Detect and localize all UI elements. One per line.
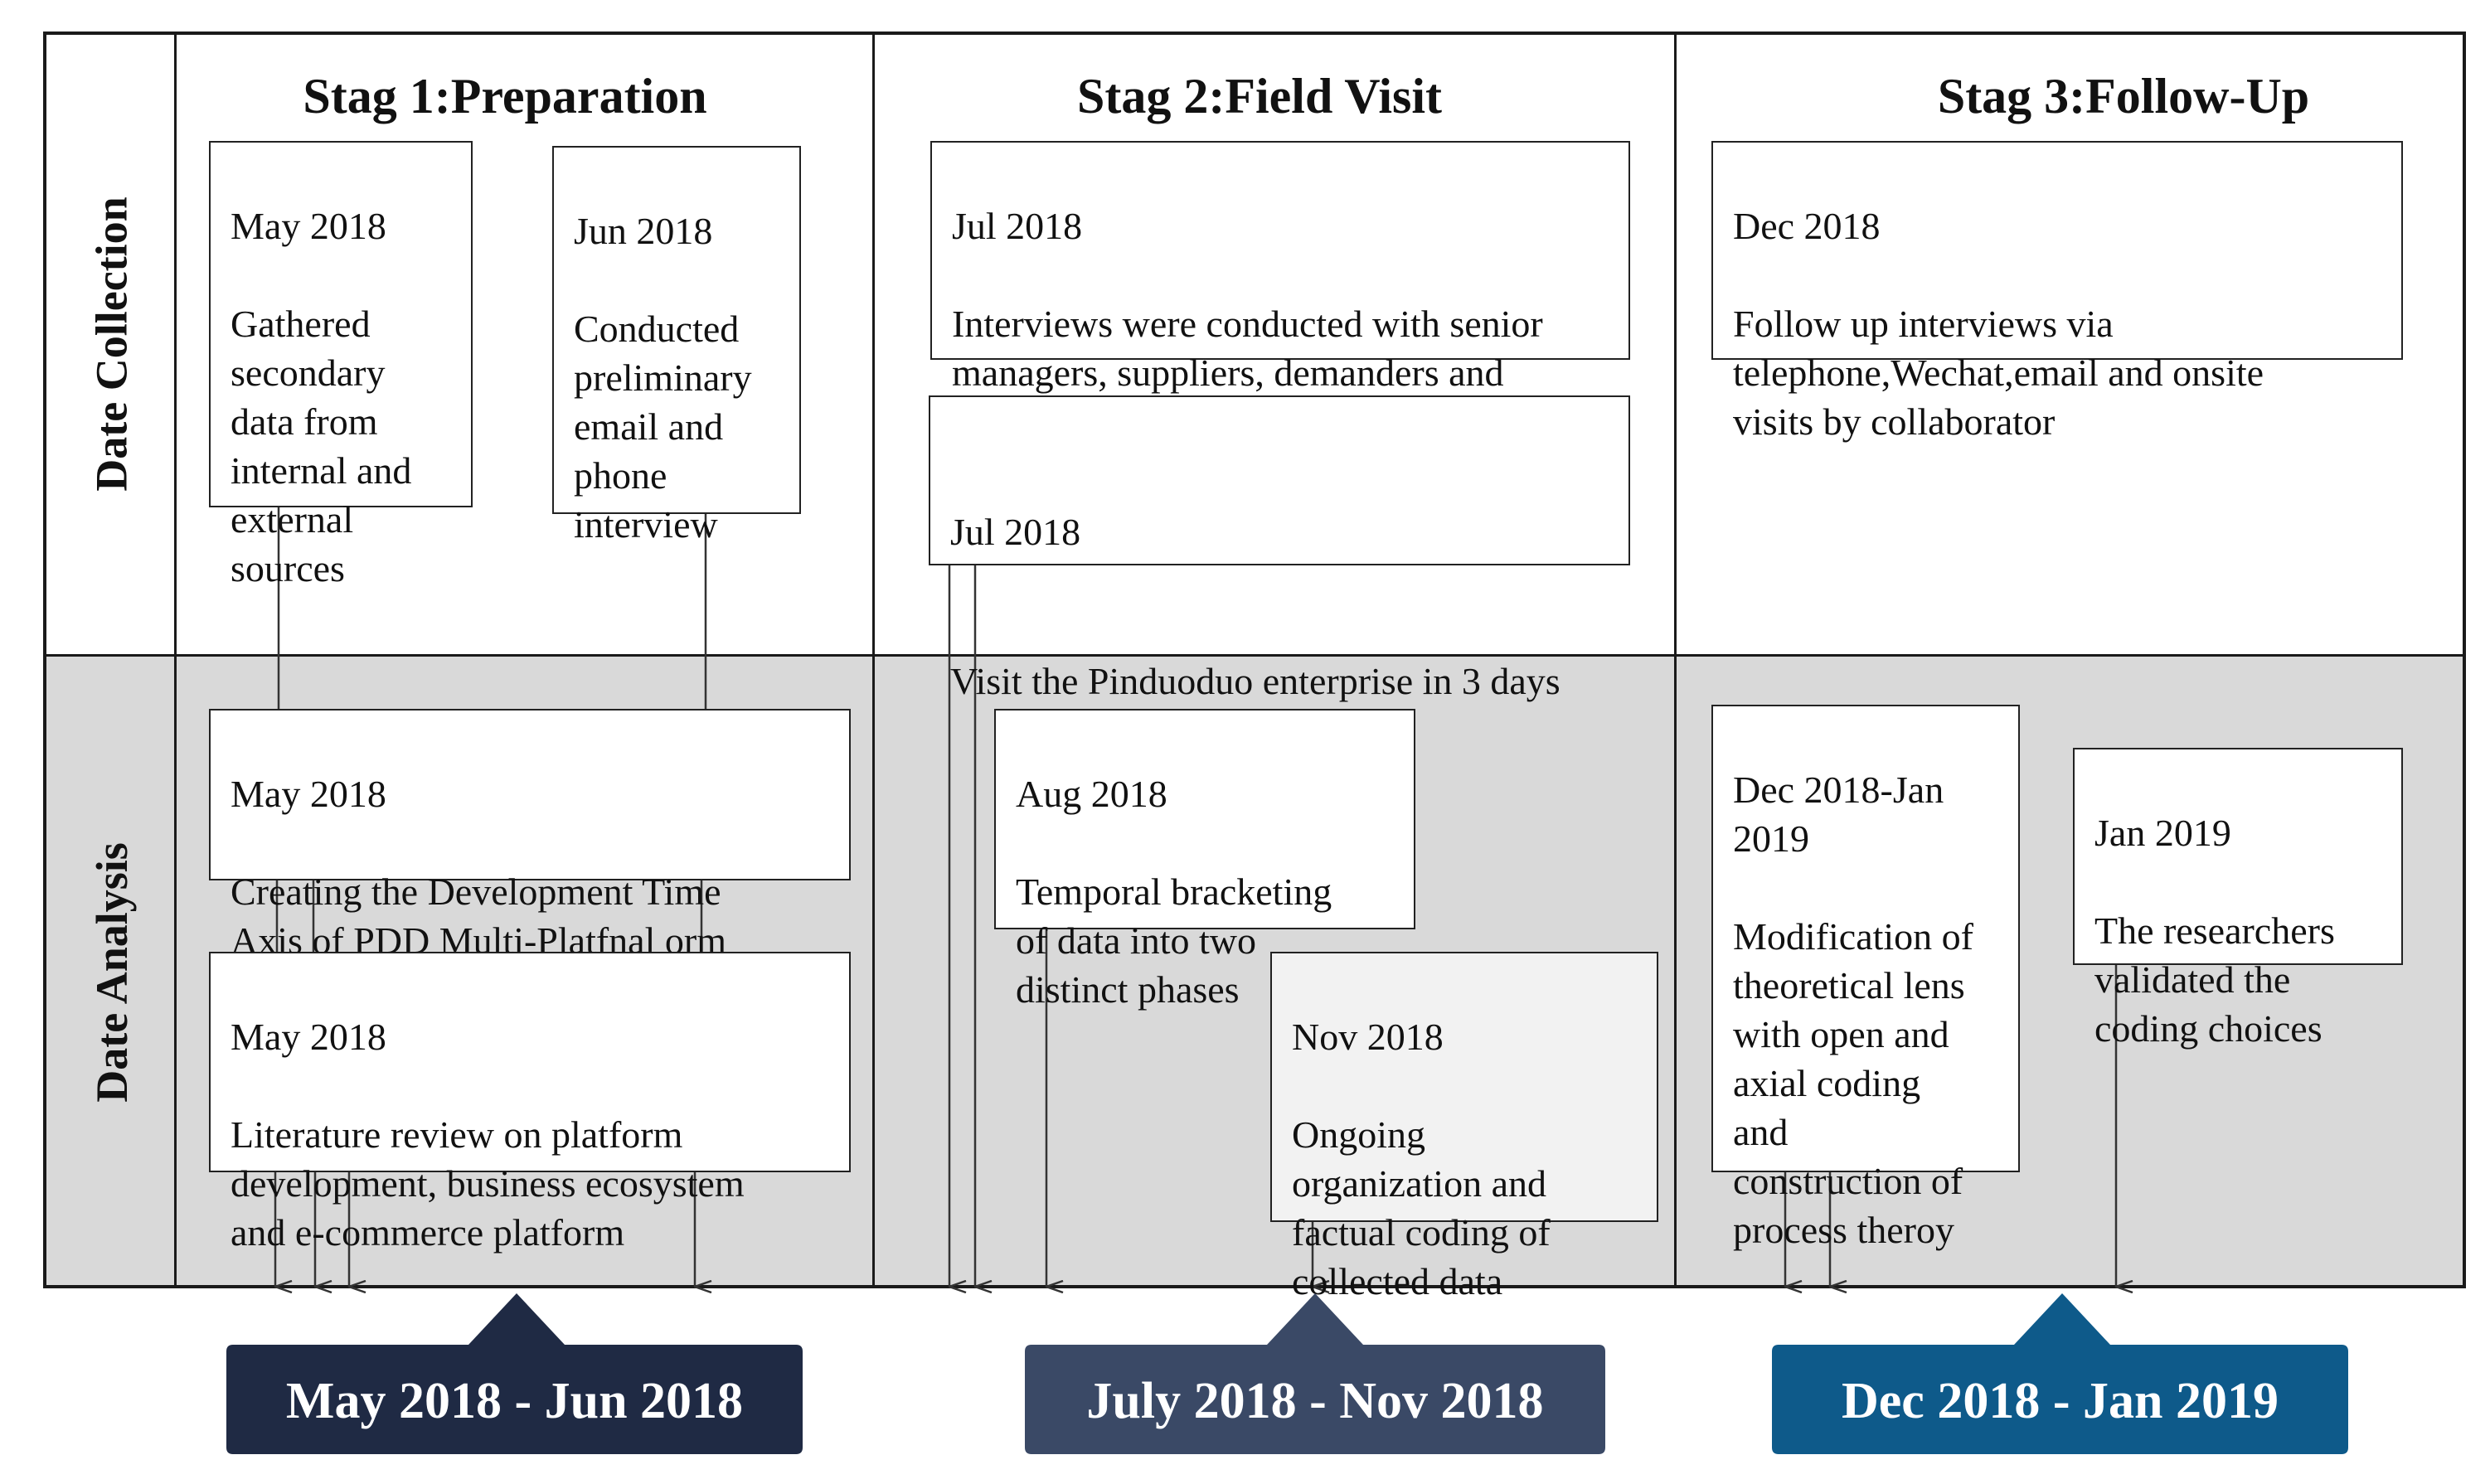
- analysis-box-date: Nov 2018: [1292, 1016, 1444, 1058]
- collection-box-text: Conducted preliminary email and phone in…: [574, 308, 752, 546]
- collection-box-text: Follow up interviews via telephone,Wecha…: [1733, 303, 2264, 443]
- analysis-box-date: May 2018: [231, 1016, 386, 1058]
- stage-divider-1: [872, 32, 875, 1288]
- collection-box-stage1-jun: Jun 2018 Conducted preliminary email and…: [552, 146, 801, 546]
- analysis-box-text: Modification of theoretical lens with op…: [1733, 915, 1973, 1251]
- period-callout-2-shape: [1025, 1293, 1605, 1454]
- analysis-box-text: Ongoing organization and factual coding …: [1292, 1113, 1551, 1302]
- collection-box-text: Interviews were conducted with senior ma…: [952, 303, 1543, 443]
- collection-box-text: Gathered secondary data from internal an…: [231, 303, 412, 589]
- collection-box-stage3-followup: Dec 2018 Follow up interviews via teleph…: [1711, 141, 2403, 443]
- analysis-box-stage1-literature: May 2018 Literature review on platform d…: [209, 952, 851, 1254]
- collection-box-date: Jul 2018: [950, 511, 1081, 553]
- stage-title-3: Stag 3:Follow-Up: [1937, 69, 2310, 124]
- analysis-box-stage3-modification: Dec 2018-Jan 2019 Modification of theore…: [1711, 705, 2020, 1251]
- stage-title-1: Stag 1:Preparation: [303, 69, 707, 124]
- analysis-box-text: Temporal bracketing of data into two dis…: [1016, 871, 1332, 1011]
- collection-box-date: Dec 2018: [1733, 205, 1881, 247]
- row-label-analysis: Date Analysis: [50, 657, 174, 1288]
- analysis-box-text: Literature review on platform developmen…: [231, 1113, 745, 1254]
- analysis-box-stage3-validation: Jan 2019 The researchers validated the c…: [2073, 748, 2403, 1050]
- period-callout-2-label: July 2018 - Nov 2018: [1086, 1372, 1544, 1429]
- stage-divider-2: [1674, 32, 1677, 1288]
- analysis-box-date: Jan 2019: [2094, 812, 2231, 854]
- stage-title-2: Stag 2:Field Visit: [1076, 69, 1443, 124]
- collection-box-stage1-may: May 2018 Gathered secondary data from in…: [209, 141, 473, 589]
- period-callout-3-shape: [1772, 1293, 2348, 1454]
- period-callout-2: July 2018 - Nov 2018: [1025, 1290, 1605, 1454]
- analysis-box-text: The researchers validated the coding cho…: [2094, 909, 2335, 1050]
- collection-box-stage2-visit: Jul 2018 Visit the Pinduoduo enterprise …: [929, 395, 1630, 702]
- collection-box-date: May 2018: [231, 205, 386, 247]
- analysis-box-date: Aug 2018: [1016, 773, 1167, 815]
- collection-box-date: Jun 2018: [574, 210, 713, 252]
- row-label-analysis-text: Date Analysis: [87, 842, 138, 1103]
- analysis-box-stage2-coding: Nov 2018 Ongoing organization and factua…: [1270, 952, 1658, 1302]
- diagram-frame: [43, 32, 2466, 1288]
- row-label-collection-text: Date Collection: [87, 196, 137, 492]
- collection-box-stage2-interviews: Jul 2018 Interviews were conducted with …: [930, 141, 1630, 443]
- period-callout-1-label: May 2018 - Jun 2018: [285, 1372, 744, 1429]
- analysis-box-stage1-time-axis: May 2018 Creating the Development Time A…: [209, 709, 851, 962]
- label-column-divider: [174, 32, 177, 1288]
- row-label-collection: Date Collection: [50, 32, 174, 657]
- analysis-box-date: May 2018: [231, 773, 386, 815]
- collection-box-text: Visit the Pinduoduo enterprise in 3 days: [950, 660, 1560, 702]
- period-callout-1: May 2018 - Jun 2018: [226, 1290, 803, 1454]
- analysis-box-date: Dec 2018-Jan 2019: [1733, 769, 1944, 860]
- period-callout-3: Dec 2018 - Jan 2019: [1772, 1290, 2348, 1454]
- period-callout-3-label: Dec 2018 - Jan 2019: [1842, 1372, 2279, 1429]
- collection-box-date: Jul 2018: [952, 205, 1083, 247]
- analysis-box-text: Creating the Development Time Axis of PD…: [231, 871, 726, 962]
- analysis-box-stage2-bracketing: Aug 2018 Temporal bracketing of data int…: [994, 709, 1415, 1011]
- row-divider: [43, 654, 2466, 657]
- period-callout-1-shape: [226, 1293, 803, 1454]
